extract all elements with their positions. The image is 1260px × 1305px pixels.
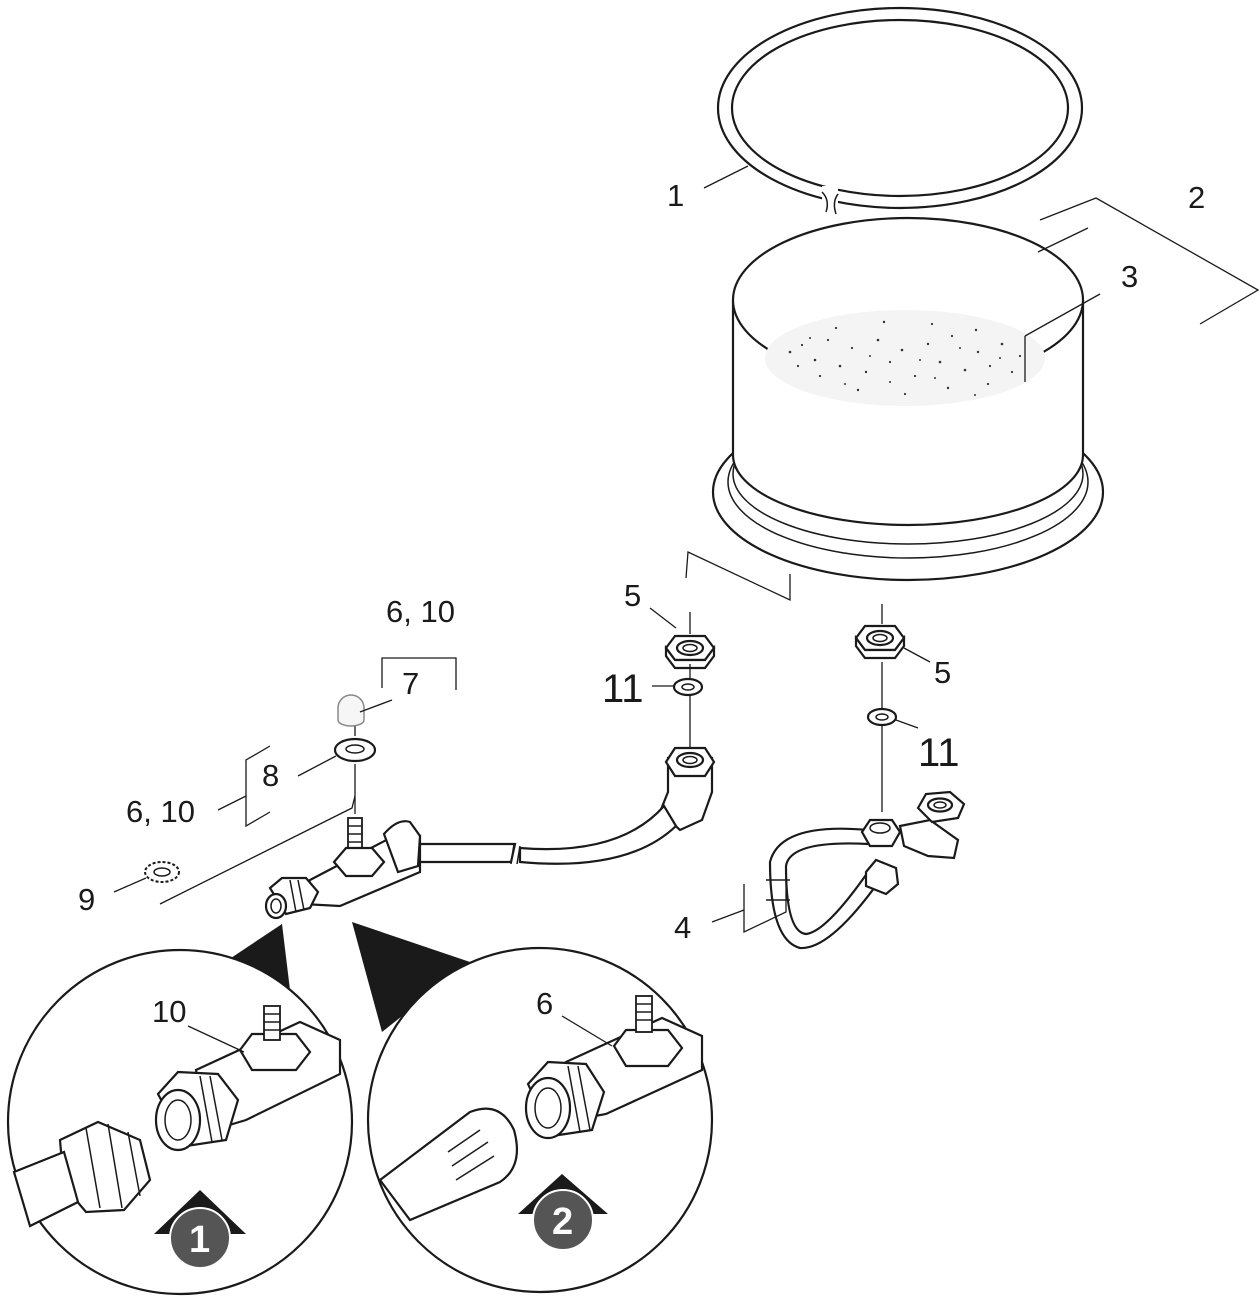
detail-pointers bbox=[228, 922, 470, 1032]
detail-1-label: 10 bbox=[152, 994, 186, 1029]
lock-washer-part bbox=[144, 861, 180, 883]
label-9: 9 bbox=[78, 882, 95, 917]
label-11-right: 11 bbox=[918, 731, 960, 775]
detail-view-1 bbox=[6, 948, 354, 1296]
step-badge-1: 1 bbox=[189, 1219, 210, 1261]
label-1: 1 bbox=[667, 178, 684, 213]
label-11-left: 11 bbox=[602, 667, 644, 711]
label-8: 8 bbox=[262, 758, 279, 793]
hose-assembly-right bbox=[766, 790, 966, 950]
nut-part-right bbox=[854, 624, 906, 660]
label-7: 7 bbox=[402, 666, 419, 701]
label-6-10-top: 6, 10 bbox=[386, 594, 455, 629]
cap-nut-part bbox=[337, 694, 365, 727]
detail-2-label: 6 bbox=[536, 986, 553, 1021]
leader-lines bbox=[113, 165, 1260, 1053]
tee-fitting-part bbox=[264, 817, 422, 920]
label-5-right: 5 bbox=[934, 655, 951, 690]
label-3: 3 bbox=[1121, 259, 1138, 294]
hose-assembly-left bbox=[413, 746, 716, 865]
step-badge-2: 2 bbox=[552, 1201, 573, 1243]
label-5-left: 5 bbox=[624, 578, 641, 613]
nut-part-left bbox=[664, 634, 716, 670]
label-4: 4 bbox=[674, 910, 691, 945]
filter-bowl-part bbox=[711, 216, 1105, 582]
sealing-ring-part bbox=[716, 6, 1084, 216]
label-2: 2 bbox=[1188, 180, 1205, 215]
detail-view-2 bbox=[366, 946, 714, 1294]
flat-washer-part bbox=[333, 737, 377, 763]
washer-part-right bbox=[866, 707, 898, 727]
label-6-10-side: 6, 10 bbox=[126, 794, 195, 829]
washer-part-left bbox=[672, 677, 704, 697]
